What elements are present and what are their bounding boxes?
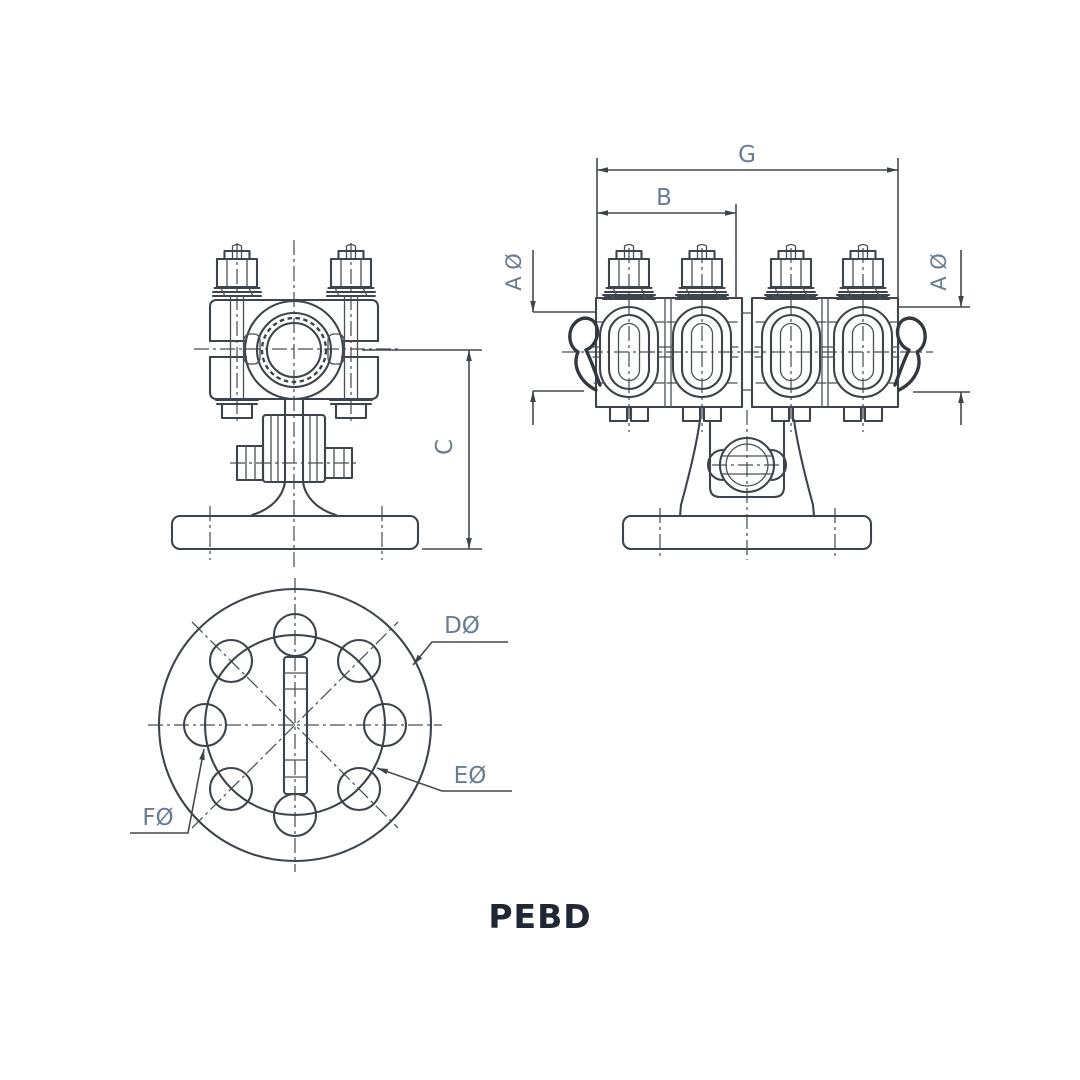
clamp-block-left	[594, 296, 744, 409]
clamp-block-right	[750, 296, 900, 409]
pedestal	[678, 418, 816, 518]
base-plate	[170, 514, 420, 551]
plan-view: DØ EØ FØ	[130, 578, 512, 872]
dim-label-e: EØ	[454, 763, 487, 789]
pedestal-base-plate	[621, 514, 873, 551]
dimension-c: C	[362, 349, 482, 550]
dim-label-a-right: A Ø	[927, 253, 951, 291]
dim-label-c: C	[432, 439, 458, 455]
conductor-openings	[591, 293, 901, 423]
front-view: G B A Ø A Ø	[502, 142, 970, 560]
side-view: C	[170, 240, 482, 568]
clamp-body	[208, 295, 380, 420]
clamp-bolts	[603, 243, 889, 298]
flange-outer-circle	[157, 587, 433, 863]
center-slot	[282, 655, 309, 796]
conductor-loop-right	[893, 316, 927, 392]
conductor-loop-left	[568, 316, 602, 392]
leader-f: FØ	[130, 748, 205, 834]
dimension-b: B	[597, 185, 737, 298]
bolt-circle	[203, 633, 387, 817]
dim-label-g: G	[738, 142, 756, 168]
dimension-a-right: A Ø	[898, 250, 970, 425]
dim-label-b: B	[656, 185, 672, 211]
dim-label-d: DØ	[444, 613, 480, 639]
leader-d: DØ	[412, 613, 508, 666]
hinge-clevis	[235, 397, 354, 517]
dim-label-f: FØ	[142, 805, 173, 831]
leader-e: EØ	[376, 763, 512, 792]
dimension-a-left: A Ø	[502, 250, 596, 425]
part-title: PEBD	[488, 897, 591, 936]
dim-label-a-left: A Ø	[502, 253, 526, 291]
dimension-g: G	[596, 142, 899, 298]
